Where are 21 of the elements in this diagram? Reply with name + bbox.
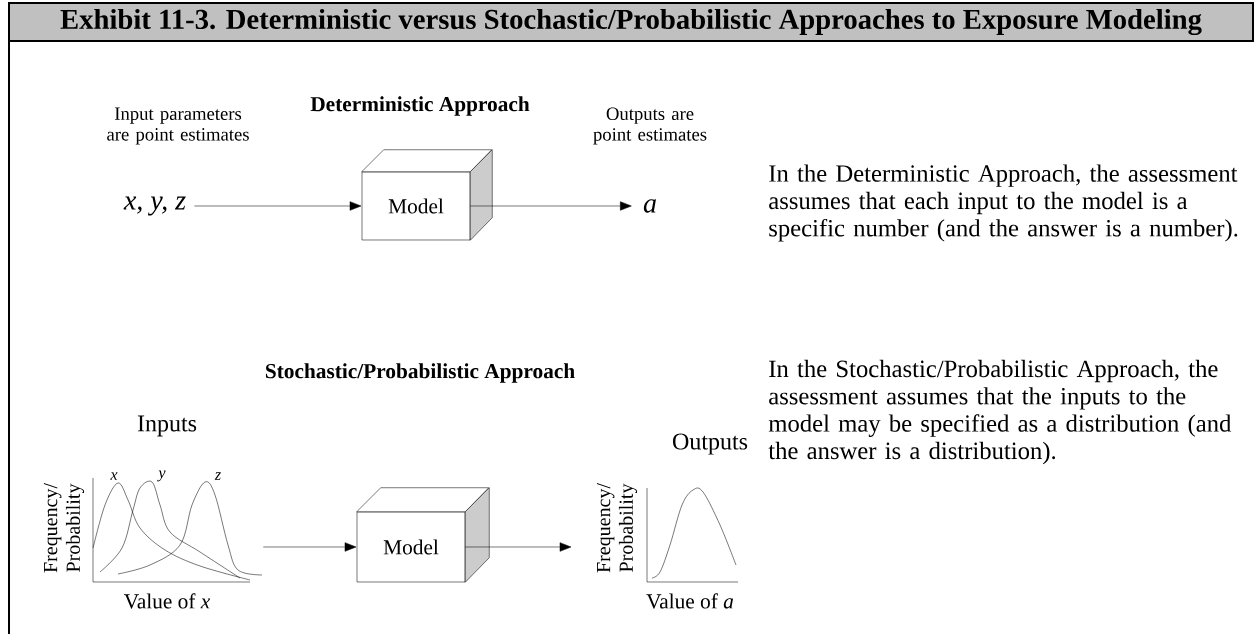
model-box: Model	[361, 149, 493, 241]
axis-label: Value of x	[124, 593, 211, 609]
distribution-chart-drawing: Outputs	[646, 433, 748, 583]
axis-label: Frequency/ Probability	[43, 483, 85, 573]
arrow	[470, 201, 632, 211]
axis-label: Frequency/ Probability	[596, 483, 638, 573]
title-bar: Exhibit 11-3. Deterministic versus Stochastic/Probabilistic Approaches to Exposure Modeling	[8, 2, 1254, 42]
model-box: Model	[356, 487, 490, 583]
annotation: Input parameters are point estimates	[107, 107, 249, 145]
description-text: In the Stochastic/Probabilistic Approach, the assessment assumes that the inputs to the model may be specified as a distribution (and the answer is a distribution).	[768, 359, 1232, 465]
arrow	[465, 542, 572, 552]
arrow	[194, 201, 362, 211]
section-heading: Stochastic/Probabilistic Approach	[265, 363, 575, 383]
section-heading: Deterministic Approach	[310, 96, 530, 116]
variable-label: x, y, z	[123, 196, 186, 216]
arrow	[263, 542, 357, 552]
variable-label: a	[643, 199, 656, 213]
axis-label: Value of a	[646, 593, 734, 609]
annotation: Outputs are point estimates	[593, 107, 707, 145]
description-text: In the Deterministic Approach, the assessment assumes that each input to the model is a specific number (and the answer is a number).	[769, 164, 1238, 242]
distribution-chart-drawing: Inputs x y z	[92, 415, 263, 583]
